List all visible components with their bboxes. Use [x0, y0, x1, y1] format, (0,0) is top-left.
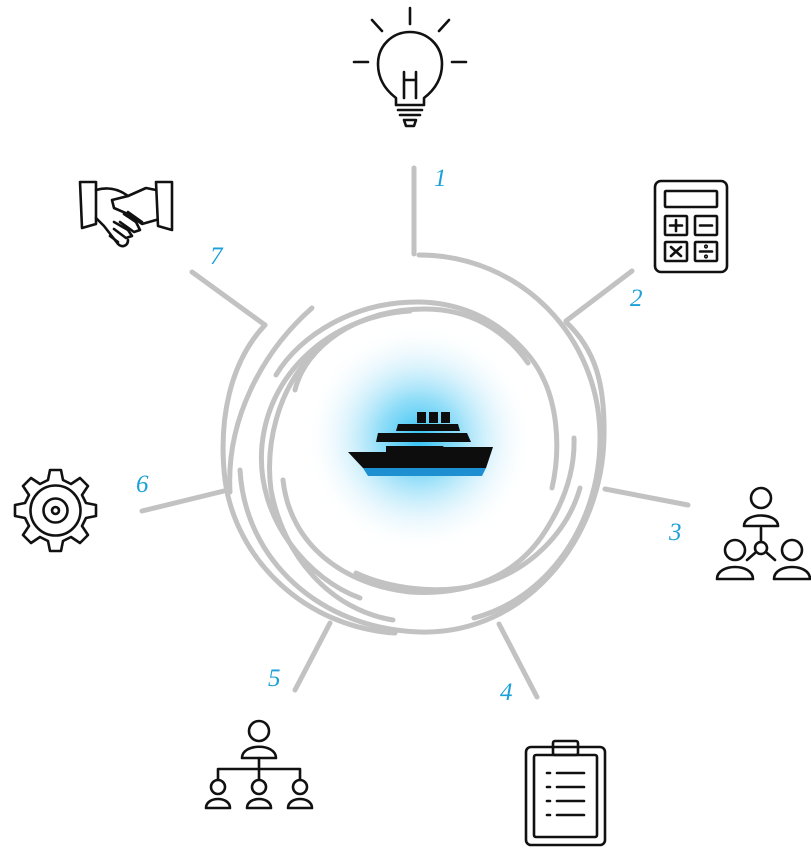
- center-hub: [304, 323, 534, 553]
- calculator-icon: [653, 179, 729, 274]
- step-number-4: 4: [500, 679, 513, 706]
- org-chart-icon: [204, 719, 314, 810]
- connector-2: [563, 268, 635, 324]
- step-number-7: 7: [210, 243, 224, 270]
- connector-3: [602, 486, 691, 508]
- handshake-icon: [78, 180, 174, 248]
- step-number-6: 6: [136, 471, 149, 498]
- step-number-2: 2: [630, 285, 643, 312]
- step-number-5: 5: [268, 665, 281, 692]
- ring-arc: [227, 305, 315, 495]
- ring-arc: [258, 308, 413, 601]
- ring-arc: [237, 319, 607, 635]
- connector-6: [139, 487, 231, 514]
- step-numbers: 1 2 3 4 5 6 7: [136, 165, 682, 706]
- connector-5: [292, 620, 333, 693]
- ring-arc: [353, 485, 583, 593]
- ring-arc: [416, 252, 603, 621]
- connector-4: [496, 621, 540, 700]
- connector-7: [189, 269, 268, 328]
- step-number-1: 1: [434, 165, 447, 192]
- ring-arc: [220, 322, 398, 636]
- clipboard-icon: [524, 739, 607, 847]
- team-network-icon: [715, 486, 811, 581]
- step-number-3: 3: [668, 519, 682, 546]
- cruise-ship-icon: [348, 412, 493, 476]
- ring-arcs: [220, 252, 607, 636]
- gear-icon: [13, 468, 98, 553]
- lightbulb-icon: [352, 6, 468, 128]
- ring-arc: [273, 299, 560, 491]
- ring-arc: [267, 352, 396, 623]
- connector-lines: [139, 165, 691, 700]
